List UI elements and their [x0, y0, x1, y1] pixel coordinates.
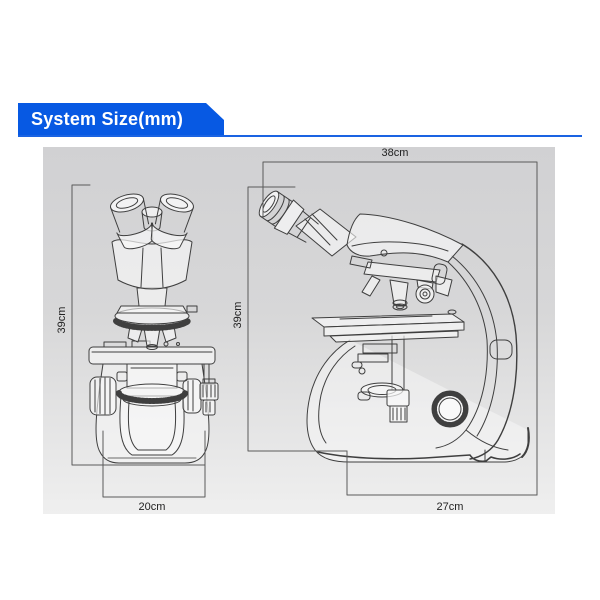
dimension-label-side-depth: 38cm: [381, 147, 409, 159]
dimension-label-front-height: 39cm: [56, 306, 68, 334]
dimension-lines: [71, 161, 538, 498]
microscope-side-view: [258, 190, 530, 463]
banner-underline: [18, 135, 582, 137]
dimension-label-front-width: 20cm: [138, 501, 166, 513]
microscope-front-view: [88, 193, 219, 464]
dimension-label-side-height: 39cm: [232, 301, 244, 329]
section-title: System Size(mm): [31, 109, 184, 129]
dimension-label-side-width: 27cm: [436, 501, 464, 513]
section-banner: System Size(mm): [18, 103, 224, 136]
